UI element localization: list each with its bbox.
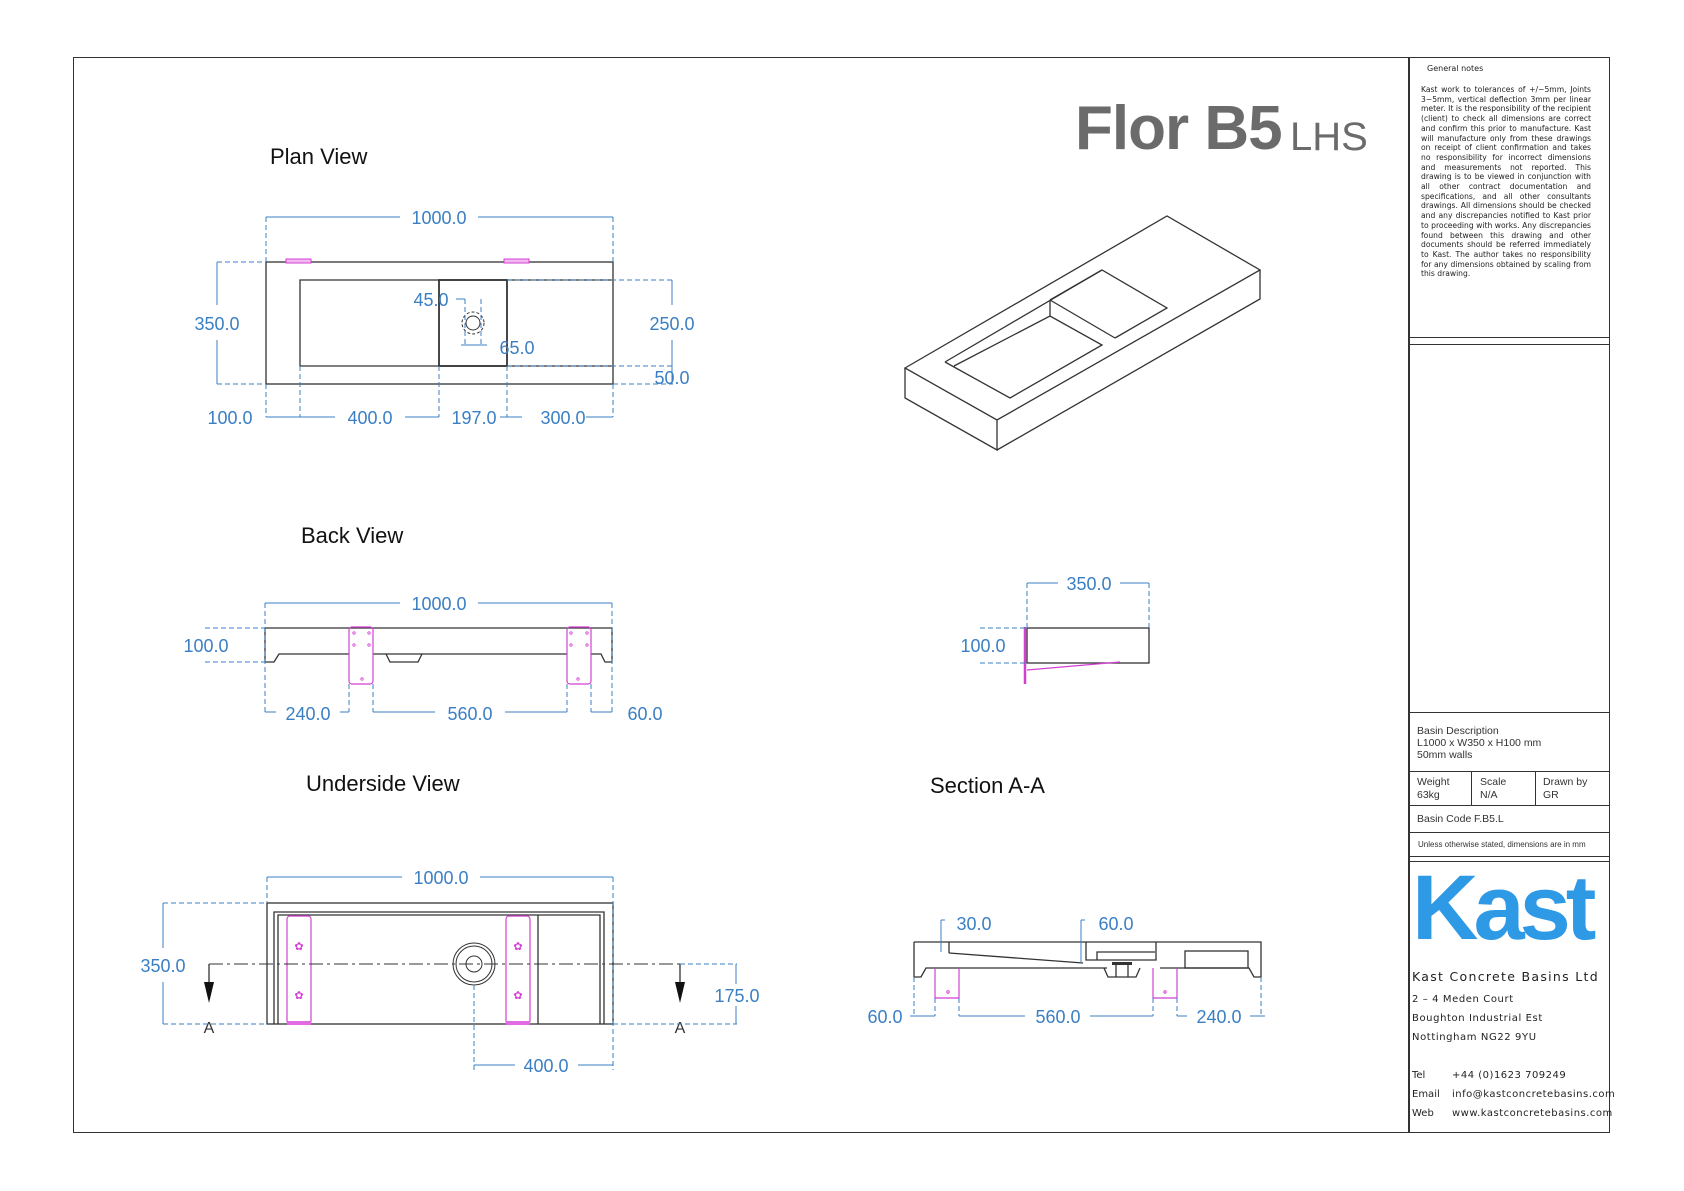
address-line-3: Nottingham NG22 9YU xyxy=(1412,1032,1537,1043)
back-view-title: Back View xyxy=(301,523,404,548)
back-view: 1000.0 100.0 240.0 560.0 60.0 xyxy=(183,594,662,724)
general-notes: Kast work to tolerances of +/−5mm, Joint… xyxy=(1421,85,1591,279)
underside-center-dim: 175.0 xyxy=(714,986,759,1006)
underside-length-dim: 1000.0 xyxy=(413,868,468,888)
back-right-dim: 60.0 xyxy=(627,704,662,724)
plan-width-dim: 350.0 xyxy=(194,314,239,334)
drain-icon xyxy=(461,311,485,335)
wall-bracket xyxy=(348,626,374,685)
fixing-icon: ✿ xyxy=(513,940,522,953)
basin-description-walls: 50mm walls xyxy=(1417,749,1473,761)
back-length-dim: 1000.0 xyxy=(411,594,466,614)
side-depth-dim: 350.0 xyxy=(1066,574,1111,594)
address-line-1: 2 – 4 Meden Court xyxy=(1412,994,1514,1005)
drain-diameter-dim: 65.0 xyxy=(499,338,534,358)
company-name: Kast Concrete Basins Ltd xyxy=(1412,969,1599,984)
underside-width-dim: 350.0 xyxy=(140,956,185,976)
isometric-view xyxy=(903,215,1262,452)
basin-description-size: L1000 x W350 x H100 mm xyxy=(1417,737,1542,749)
notes-title: General notes xyxy=(1427,64,1484,73)
iso-top xyxy=(903,215,1262,421)
section-fall-start-dim: 30.0 xyxy=(956,914,991,934)
web-link[interactable]: www.kastconcretebasins.com xyxy=(1452,1108,1613,1119)
plan-front-wall-dim: 50.0 xyxy=(654,368,689,388)
drawing-frame xyxy=(73,57,1610,1133)
underside-drain-dim: 400.0 xyxy=(523,1056,568,1076)
plan-drain-area xyxy=(438,279,508,367)
plan-length-dim: 1000.0 xyxy=(411,208,466,228)
basin-code-value: F.B5.L xyxy=(1474,813,1504,825)
tel-value: +44 (0)1623 709249 xyxy=(1452,1070,1567,1081)
scale-value: N/A xyxy=(1480,789,1498,801)
section-view: 30.0 60.0 60.0 560.0 240.0 xyxy=(867,914,1265,1027)
kast-logo: Kast xyxy=(1412,857,1596,959)
product-title: Flor B5 xyxy=(1075,94,1283,163)
basin-length-dim: 400.0 xyxy=(347,408,392,428)
drawn-by-value: GR xyxy=(1543,789,1559,801)
drain-box-dim: 197.0 xyxy=(451,408,496,428)
section-left-dim: 60.0 xyxy=(867,1007,902,1027)
bracket-underside xyxy=(505,915,531,1025)
side-view: 350.0 100.0 xyxy=(960,574,1150,684)
tel-label: Tel xyxy=(1412,1070,1426,1081)
divider xyxy=(1471,771,1472,805)
web-label: Web xyxy=(1412,1108,1434,1119)
side-height-dim: 100.0 xyxy=(960,636,1005,656)
drawn-by-label: Drawn by xyxy=(1543,776,1588,788)
divider xyxy=(1408,832,1610,833)
divider xyxy=(1408,771,1610,772)
divider xyxy=(1408,337,1610,338)
title-panel xyxy=(1408,57,1610,1133)
plan-basin-outline xyxy=(299,279,613,367)
divider xyxy=(1408,856,1610,857)
wall-bracket xyxy=(566,626,592,685)
section-arrow-left-icon xyxy=(204,982,214,1003)
plan-basin-width-dim: 250.0 xyxy=(649,314,694,334)
section-marker-left: A xyxy=(204,1020,215,1037)
divider xyxy=(1408,712,1610,713)
units-note: Unless otherwise stated, dimensions are … xyxy=(1418,840,1586,849)
bracket-underside xyxy=(286,915,312,1025)
basin-description-label: Basin Description xyxy=(1417,725,1499,737)
plan-view: 1000.0 350.0 250.0 50.0 45.0 65.0 xyxy=(194,208,694,428)
fixing-icon: ✿ xyxy=(513,989,522,1002)
section-arrow-right-icon xyxy=(675,982,685,1003)
back-height-dim: 100.0 xyxy=(183,636,228,656)
plan-view-title: Plan View xyxy=(270,144,368,169)
divider xyxy=(1408,805,1610,806)
section-marker-right: A xyxy=(675,1020,686,1037)
fixing-icon: ✿ xyxy=(294,940,303,953)
left-wall-dim: 100.0 xyxy=(207,408,252,428)
divider xyxy=(1408,344,1610,345)
section-view-title: Section A-A xyxy=(930,773,1045,798)
bracket-top-icon xyxy=(285,258,312,264)
email-label: Email xyxy=(1412,1089,1440,1100)
product-handing: LHS xyxy=(1290,115,1368,159)
scale-label: Scale xyxy=(1480,776,1507,788)
section-fall-end-dim: 60.0 xyxy=(1098,914,1133,934)
underside-view-title: Underside View xyxy=(306,771,460,796)
email-link[interactable]: info@kastconcretebasins.com xyxy=(1452,1089,1616,1100)
drain-offset-dim: 45.0 xyxy=(413,290,448,310)
divider xyxy=(1408,861,1610,862)
address-line-2: Boughton Industrial Est xyxy=(1412,1013,1543,1024)
weight-value: 63kg xyxy=(1417,789,1440,801)
underside-view: ✿ ✿ ✿ ✿ A A 1000.0 xyxy=(140,868,759,1076)
weight-label: Weight xyxy=(1417,776,1450,788)
section-right-dim: 240.0 xyxy=(1196,1007,1241,1027)
divider xyxy=(1535,771,1536,805)
fixing-icon: ✿ xyxy=(294,989,303,1002)
section-middle-dim: 560.0 xyxy=(1035,1007,1080,1027)
bracket-top-icon xyxy=(503,258,530,264)
drain-inner-icon xyxy=(465,315,481,331)
back-middle-dim: 560.0 xyxy=(447,704,492,724)
right-shelf-dim: 300.0 xyxy=(540,408,585,428)
basin-code-label: Basin Code xyxy=(1417,813,1472,825)
back-left-dim: 240.0 xyxy=(285,704,330,724)
